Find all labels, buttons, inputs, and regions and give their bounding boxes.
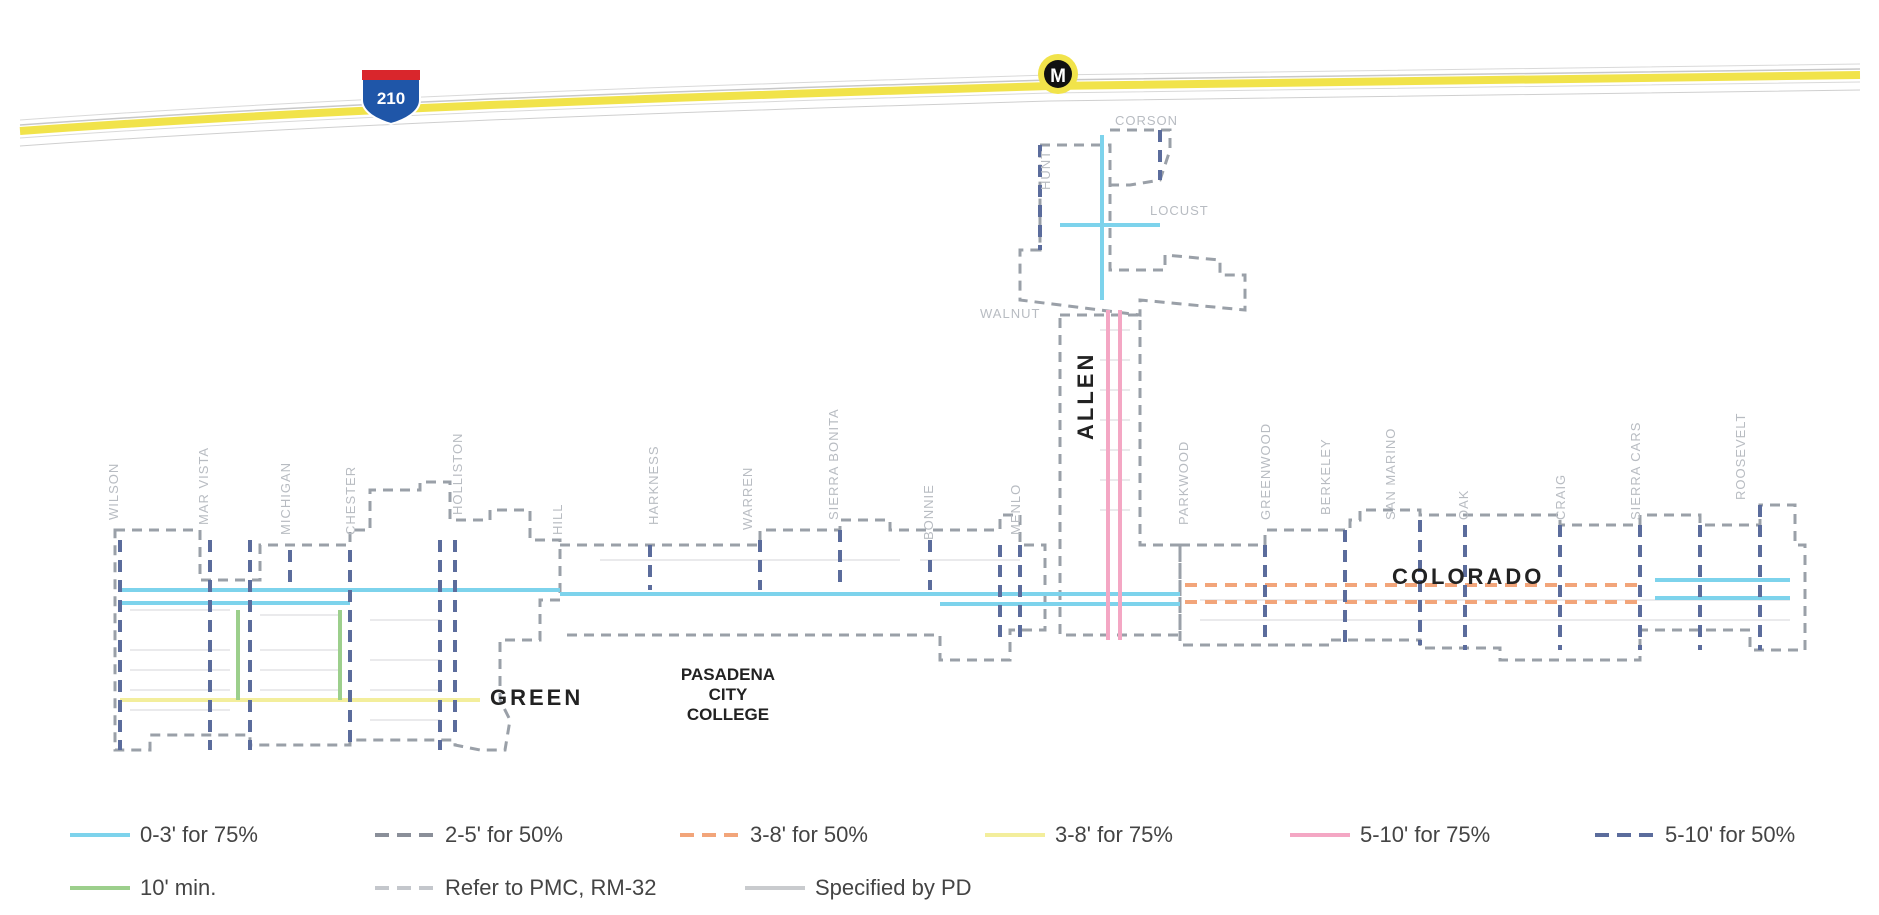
landmark-line-3: COLLEGE (687, 705, 769, 724)
street-label-allen: ALLEN (1073, 352, 1098, 440)
legend-swatch (70, 833, 130, 837)
legend-swatch (680, 833, 740, 837)
legend-label: 0-3' for 75% (140, 822, 258, 847)
landmark-line-1: PASADENA (681, 665, 775, 684)
legend-item-3-8-75: 3-8' for 75% (985, 822, 1173, 848)
legend-item-5-10-50: 5-10' for 50% (1595, 822, 1795, 848)
street-label-oak: OAK (1456, 490, 1471, 520)
street-label-warren: WARREN (740, 467, 755, 530)
freeway-210 (19, 63, 1861, 147)
street-label-mar-vista: MAR VISTA (196, 447, 211, 525)
street-label-bonnie: BONNIE (921, 484, 936, 540)
legend-swatch (1290, 833, 1350, 837)
street-label-wilson: WILSON (106, 463, 121, 520)
street-label-sierra-bonita: SIERRA BONITA (826, 408, 841, 520)
frontage-lines (118, 130, 1790, 750)
legend-swatch (1595, 833, 1655, 837)
primary-street-labels: GREEN COLORADO ALLEN (490, 352, 1544, 710)
street-label-hunt: HUNT (1038, 150, 1053, 190)
legend-swatch (375, 886, 435, 890)
street-label-chester: CHESTER (343, 466, 358, 535)
parcel-outlines (113, 128, 1807, 752)
legend-label: 5-10' for 50% (1665, 822, 1796, 847)
legend-item-specified-pd: Specified by PD (745, 875, 972, 901)
street-label-craig: CRAIG (1553, 474, 1568, 520)
street-label-harkness: HARKNESS (646, 445, 661, 525)
legend-item-5-10-75: 5-10' for 75% (1290, 822, 1490, 848)
legend-label: 10' min. (140, 875, 217, 900)
street-label-hill: HILL (550, 504, 565, 535)
block-grid (130, 329, 1790, 721)
street-label-holliston: HOLLISTON (450, 433, 465, 515)
street-label-san-marino: SAN MARINO (1383, 428, 1398, 520)
legend-swatch (745, 886, 805, 890)
street-label-sierra-cars: SIERRA CARS (1628, 422, 1643, 520)
street-label-menlo: MENLO (1008, 484, 1023, 535)
legend-swatch (70, 886, 130, 890)
legend-item-3-8-50: 3-8' for 50% (680, 822, 868, 848)
street-label-greenwood: GREENWOOD (1258, 423, 1273, 520)
legend: 0-3' for 75% 2-5' for 50% 3-8' for 50% 3… (0, 780, 1879, 915)
street-label-corson: CORSON (1115, 113, 1178, 128)
map-canvas: 210 M (19, 54, 1861, 752)
metro-symbol: M (1050, 66, 1066, 87)
street-label-green: GREEN (490, 685, 583, 710)
landmark-line-2: CITY (709, 685, 748, 704)
interstate-shield-icon: 210 (361, 69, 421, 126)
metro-station-icon: M (1038, 54, 1078, 94)
legend-label: 3-8' for 75% (1055, 822, 1173, 847)
cross-street-labels: WILSON MAR VISTA MICHIGAN CHESTER HOLLIS… (106, 113, 1748, 540)
legend-label: Refer to PMC, RM-32 (445, 875, 657, 900)
street-label-walnut: WALNUT (980, 306, 1040, 321)
legend-label: 5-10' for 75% (1360, 822, 1491, 847)
legend-item-2-5-50: 2-5' for 50% (375, 822, 563, 848)
street-label-roosevelt: ROOSEVELT (1733, 412, 1748, 500)
street-label-berkeley: BERKELEY (1318, 438, 1333, 515)
landmark-pasadena-city-college: PASADENA CITY COLLEGE (681, 665, 775, 724)
legend-swatch (985, 833, 1045, 837)
legend-label: 3-8' for 50% (750, 822, 868, 847)
street-label-michigan: MICHIGAN (278, 462, 293, 535)
legend-label: 2-5' for 50% (445, 822, 563, 847)
interstate-number: 210 (377, 89, 405, 108)
legend-item-refer-pmc: Refer to PMC, RM-32 (375, 875, 657, 901)
legend-item-0-3-75: 0-3' for 75% (70, 822, 258, 848)
legend-label: Specified by PD (815, 875, 972, 900)
street-label-parkwood: PARKWOOD (1176, 441, 1191, 525)
legend-item-10-min: 10' min. (70, 875, 216, 901)
street-label-colorado: COLORADO (1392, 564, 1544, 589)
legend-swatch (375, 833, 435, 837)
street-label-locust: LOCUST (1150, 203, 1209, 218)
